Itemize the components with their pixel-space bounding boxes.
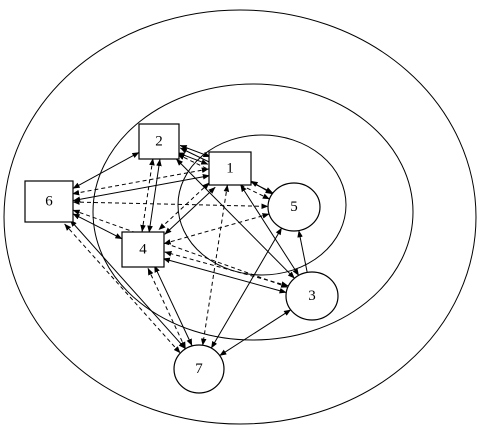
node-5[interactable]: 5	[267, 182, 321, 232]
edge-1-7-dashed	[200, 184, 230, 346]
node-6[interactable]: 6	[24, 180, 74, 223]
edge-1-4-dashed	[158, 182, 210, 231]
edge-2-4-solid	[147, 159, 162, 233]
node-3-circle	[285, 271, 339, 321]
node-1-label: 1	[226, 161, 234, 177]
node-4-label: 4	[139, 242, 147, 258]
node-2[interactable]: 2	[138, 123, 180, 160]
node-4[interactable]: 4	[121, 231, 165, 268]
edge-3-5-solid	[297, 230, 308, 273]
node-2-box	[138, 123, 180, 160]
edge-1-4-solid	[164, 186, 216, 235]
middle-ring	[92, 83, 414, 341]
node-3-label: 3	[308, 288, 316, 304]
nodes: 1 2 3 4 5 6 7	[24, 123, 339, 394]
inner-ring	[177, 134, 347, 276]
node-4-box	[121, 231, 165, 268]
edge-6-5-dashed	[72, 199, 269, 210]
rings	[3, 9, 477, 425]
node-6-box	[24, 180, 74, 223]
edge-4-7-solid	[153, 265, 193, 346]
node-3[interactable]: 3	[285, 271, 339, 321]
node-7-circle	[173, 344, 225, 394]
node-6-label: 6	[45, 194, 53, 210]
node-1-box	[208, 151, 252, 186]
edge-3-7-solid	[219, 309, 291, 357]
node-5-label: 5	[290, 199, 298, 215]
edge-3-4-dashed	[164, 251, 289, 287]
edge-4-7-dashed	[147, 267, 186, 349]
edge-6-4-solid	[72, 213, 123, 240]
node-2-label: 2	[155, 134, 163, 150]
edge-3-4-solid	[162, 257, 287, 294]
node-7-label: 7	[195, 361, 203, 377]
edge-1-6-solid	[73, 174, 210, 203]
outer-ring	[3, 9, 477, 425]
node-7[interactable]: 7	[173, 344, 225, 394]
node-5-circle	[267, 182, 321, 232]
edge-6-7-dashed	[64, 223, 181, 354]
edge-1-6-dashed	[72, 167, 209, 196]
node-1[interactable]: 1	[208, 151, 252, 186]
edges	[64, 144, 308, 357]
